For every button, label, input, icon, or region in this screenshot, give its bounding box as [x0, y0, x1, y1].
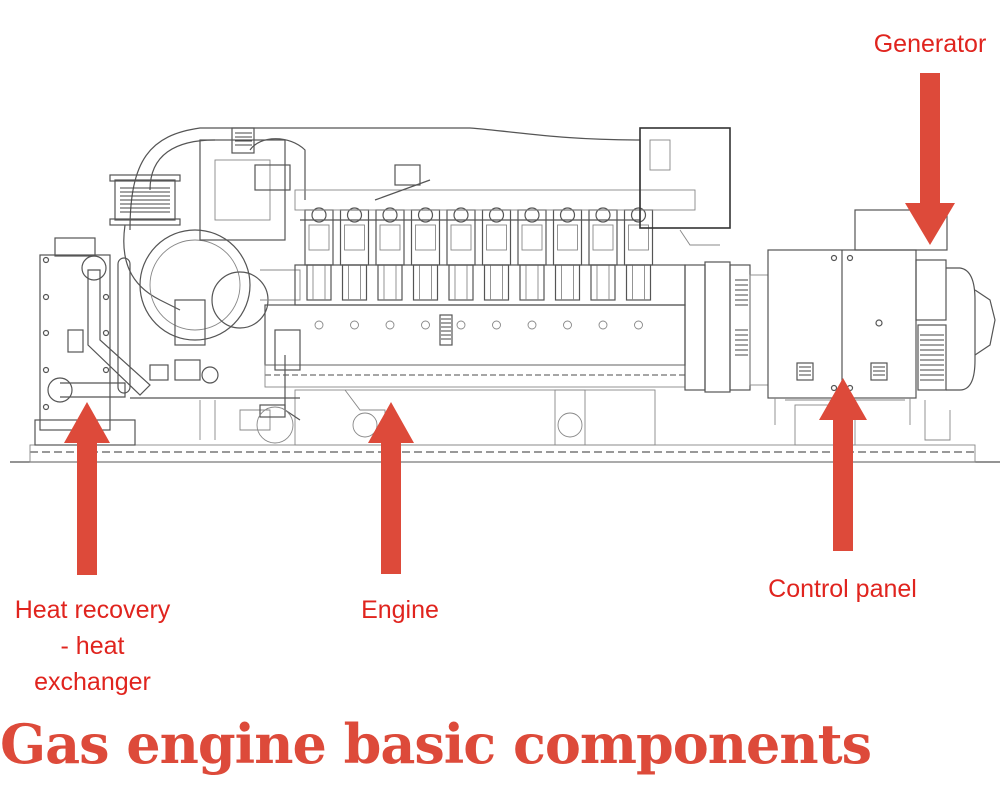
cylinder-head [517, 207, 547, 330]
engine-arrow [368, 402, 414, 574]
generator-drawing [854, 209, 996, 441]
engine-cylinder-bank [304, 207, 654, 330]
generator-label: Generator [873, 30, 987, 58]
heat-recovery-arrow [64, 402, 110, 575]
cylinder-head [304, 207, 334, 330]
control-panel-arrow [819, 378, 867, 551]
cylinder-head [481, 207, 512, 330]
cylinder-head [339, 207, 370, 330]
heat-recovery-label-line-1: Heat recovery [14, 596, 171, 624]
heat-recovery-label-line-2: - heat [60, 632, 125, 660]
cylinder-head [623, 207, 654, 330]
flywheel-housing-drawing [684, 261, 769, 393]
page-title: Gas engine basic components [0, 712, 872, 776]
engine-block-drawing [130, 127, 731, 446]
turbocharger-drawing [109, 127, 641, 346]
cylinder-head [410, 207, 441, 330]
control-panel-label: Control panel [768, 575, 917, 603]
engine-label: Engine [361, 596, 439, 624]
cylinder-head [552, 207, 583, 330]
generator-arrow [905, 73, 955, 245]
cylinder-head [446, 207, 476, 330]
cylinder-head [588, 207, 618, 330]
cylinder-head [375, 207, 405, 330]
heat-recovery-label-line-3: exchanger [34, 668, 151, 696]
